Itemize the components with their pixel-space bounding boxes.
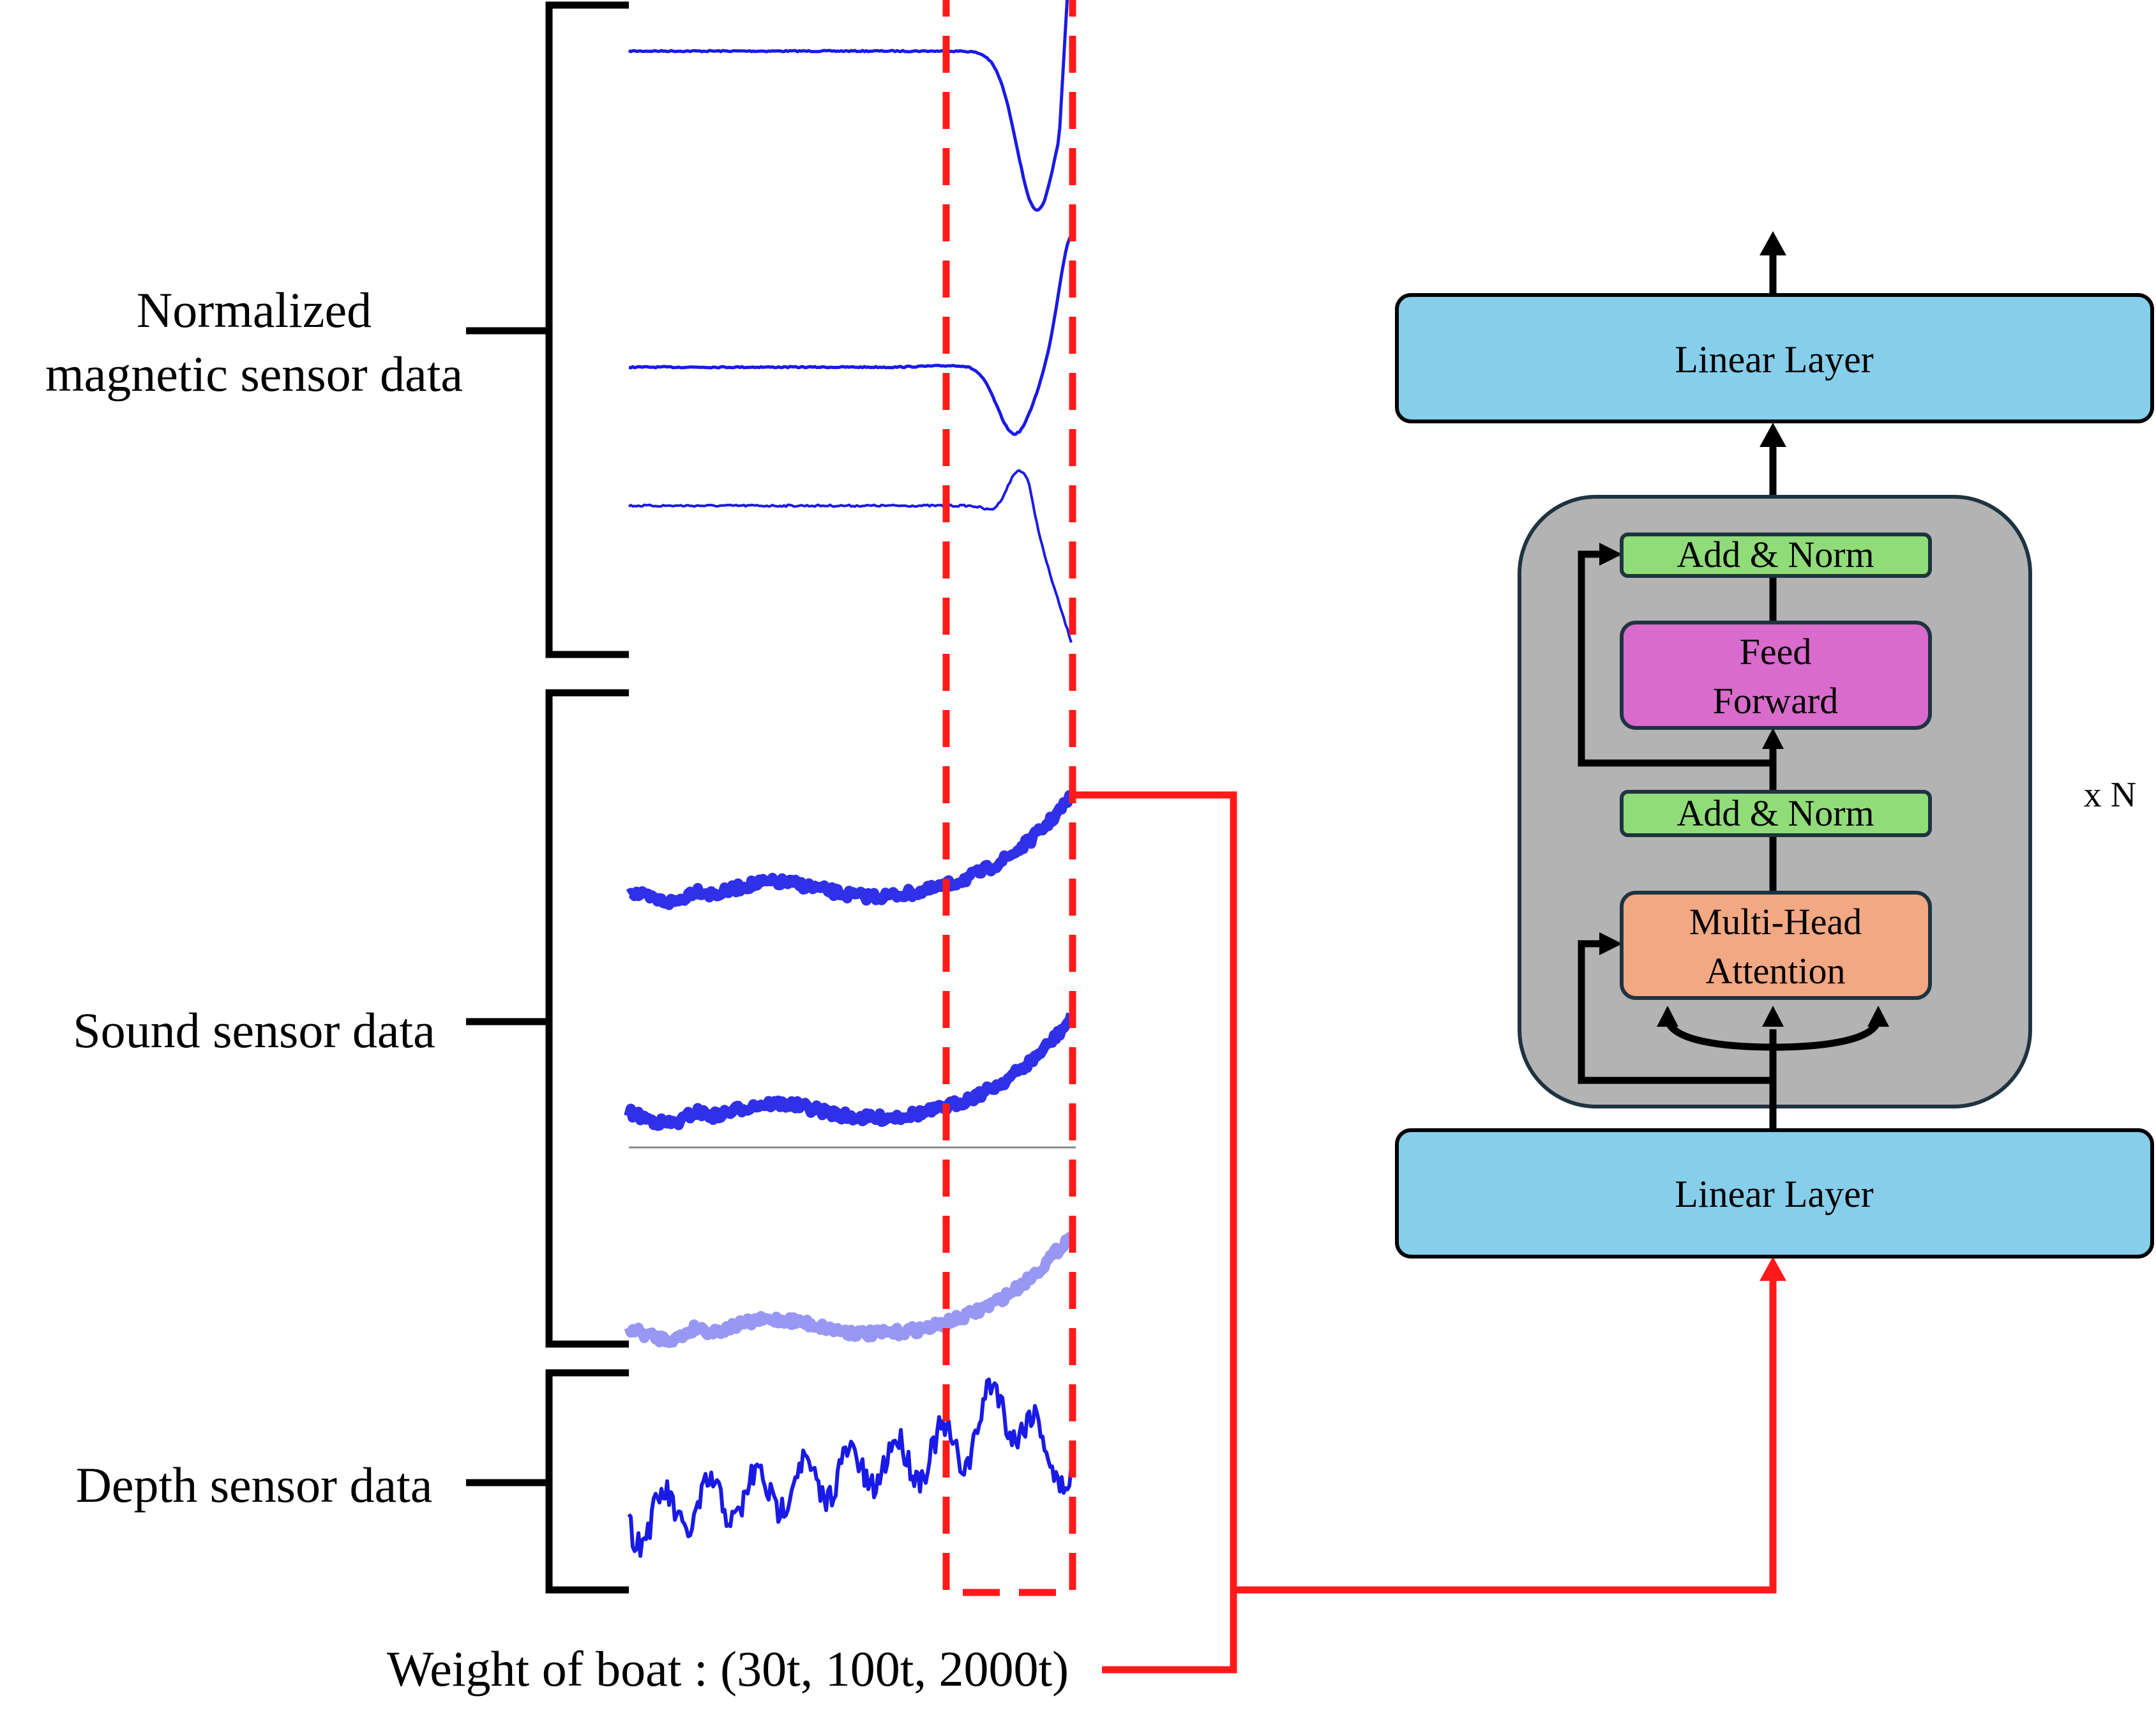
depth-trace: [627, 1377, 1073, 1558]
model-input-arrowhead: [1760, 1257, 1786, 1281]
group-labels: Normalized magnetic sensor data Sound se…: [45, 282, 1069, 1697]
linear-layer-bottom: [1395, 1128, 2154, 1259]
magnetic-trace-2: [628, 234, 1073, 436]
add-norm-bottom: [1620, 790, 1932, 837]
add-norm-top-label: Add & Norm: [1677, 534, 1874, 575]
weight-to-model-connector: [1102, 1590, 1237, 1674]
depth-label: Depth sensor data: [76, 1457, 433, 1513]
multi-head-attention-label-line2: Attention: [1705, 950, 1845, 992]
residual-connection-feed-forward: [1578, 550, 1773, 767]
sensor-brackets: [466, 1, 629, 1594]
magnetic-trace-1: [628, 0, 1069, 212]
sound-bracket: [466, 689, 629, 1348]
time-window-highlight: [942, 0, 1076, 1596]
linear-layer-bottom-label: Linear Layer: [1675, 1173, 1873, 1215]
sound-trace-1: [626, 790, 1075, 911]
feed-forward-label-line2: Forward: [1713, 680, 1839, 722]
input-connectors: [1076, 791, 1777, 1674]
multi-head-attention: [1620, 891, 1932, 1000]
transformer-model: Linear Layer x N Add & Norm Feed F: [1395, 231, 2154, 1259]
repeat-label: x N: [2084, 775, 2136, 815]
linear-layer-top: [1395, 293, 2154, 423]
feed-forward: [1620, 621, 1932, 730]
add-norm-top: [1620, 533, 1932, 578]
feed-forward-label-line1: Feed: [1740, 631, 1812, 672]
sound-label: Sound sensor data: [73, 1002, 435, 1058]
sound-trace-3: [624, 1232, 1074, 1349]
magnetic-trace-3: [628, 469, 1073, 643]
magnetic-label-line1: Normalized: [137, 282, 372, 338]
output-arrowhead: [1760, 231, 1786, 255]
sensor-signals: [624, 0, 1076, 1558]
sound-trace-2: [624, 1012, 1076, 1131]
weight-label: Weight of boat : (30t, 100t, 2000t): [387, 1641, 1069, 1697]
residual-connection-attention: [1578, 940, 1773, 1084]
add-norm-bottom-label: Add & Norm: [1677, 792, 1874, 834]
magnetic-label-line2: magnetic sensor data: [45, 346, 463, 402]
multi-head-attention-label-line1: Multi-Head: [1689, 901, 1862, 942]
magnetic-bracket: [466, 1, 629, 658]
linear-layer-top-label: Linear Layer: [1675, 338, 1873, 381]
depth-bracket: [466, 1369, 629, 1594]
